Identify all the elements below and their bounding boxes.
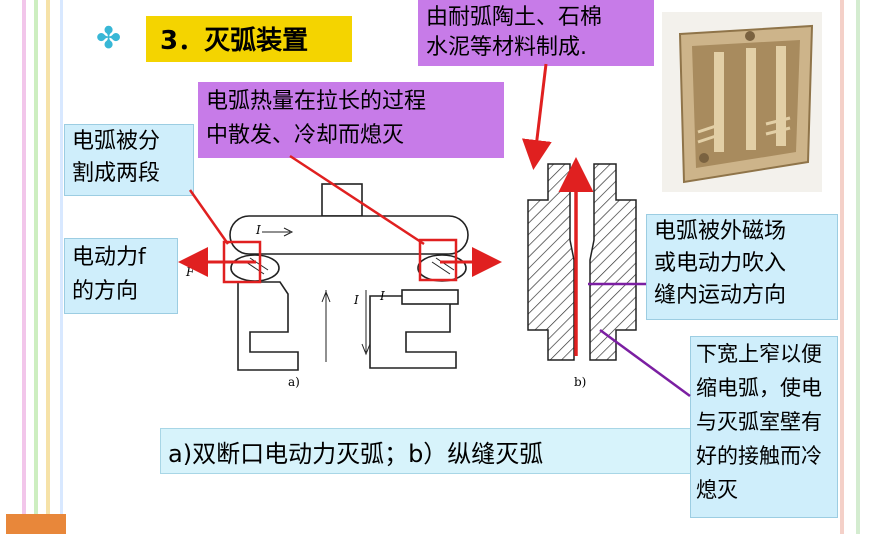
narrow-note-line: 好的接触而冷 (696, 444, 822, 468)
title-bullet-icon: ✤ (96, 21, 122, 56)
heat-note-line: 中散发、冷却而熄灭 (206, 123, 405, 148)
magnetic-note-line: 电弧被外磁场 (654, 219, 787, 244)
page-title: 3．灭弧装置 (160, 26, 309, 56)
force-note-box (64, 238, 178, 314)
narrow-note-line: 与灭弧室壁有 (696, 410, 822, 434)
narrow-pointer (599, 328, 691, 398)
right-arc-highlight (418, 238, 458, 282)
force-note-line: 电动力f (72, 245, 146, 270)
magnetic-note-line: 或电动力吹入 (654, 251, 787, 276)
narrow-note-line: 熄灭 (696, 478, 738, 502)
split-note-line: 电弧被分 (72, 129, 161, 154)
current-label: I (379, 289, 385, 303)
figure-a-label: a) (288, 375, 300, 389)
decor-stripe (22, 0, 26, 534)
corner-decoration (6, 514, 66, 534)
current-label: I (353, 293, 359, 307)
narrow-note-line: 下宽上窄以便 (696, 342, 822, 366)
heat-note-box (198, 82, 504, 158)
magnetic-note-line: 缝内运动方向 (654, 283, 787, 308)
force-note-line: 的方向 (72, 279, 139, 304)
magnetic-note-box (646, 214, 838, 320)
figure-a-contact-diagram: a) I I I F F (185, 183, 495, 389)
material-note-box (418, 0, 654, 66)
heat-pointer (289, 154, 425, 246)
heat-note-line: 电弧热量在拉长的过程 (206, 89, 427, 114)
split-note-line: 割成两段 (72, 161, 161, 186)
current-label: I (255, 223, 261, 237)
figure-b-slot-diagram: b) (527, 163, 637, 389)
title-background (146, 16, 352, 62)
decor-stripe (46, 0, 50, 534)
material-note-line: 由耐弧陶土、石棉 (426, 5, 603, 30)
split-pointer (188, 189, 230, 245)
decor-stripe (840, 0, 844, 534)
figure-caption: a)双断口电动力灭弧；b）纵缝灭弧 (168, 440, 544, 468)
material-pointer-arrow (521, 63, 552, 170)
material-note-line: 水泥等材料制成. (426, 35, 587, 60)
caption-box (160, 428, 692, 474)
arc-chute-photo (662, 12, 822, 192)
decor-stripe (856, 0, 860, 534)
figure-b-label: b) (574, 375, 586, 389)
narrow-note-box (690, 336, 838, 518)
decor-stripe (60, 0, 63, 534)
decor-stripe (34, 0, 38, 534)
split-note-box (64, 124, 194, 196)
narrow-note-line: 缩电弧，使电 (696, 376, 822, 400)
